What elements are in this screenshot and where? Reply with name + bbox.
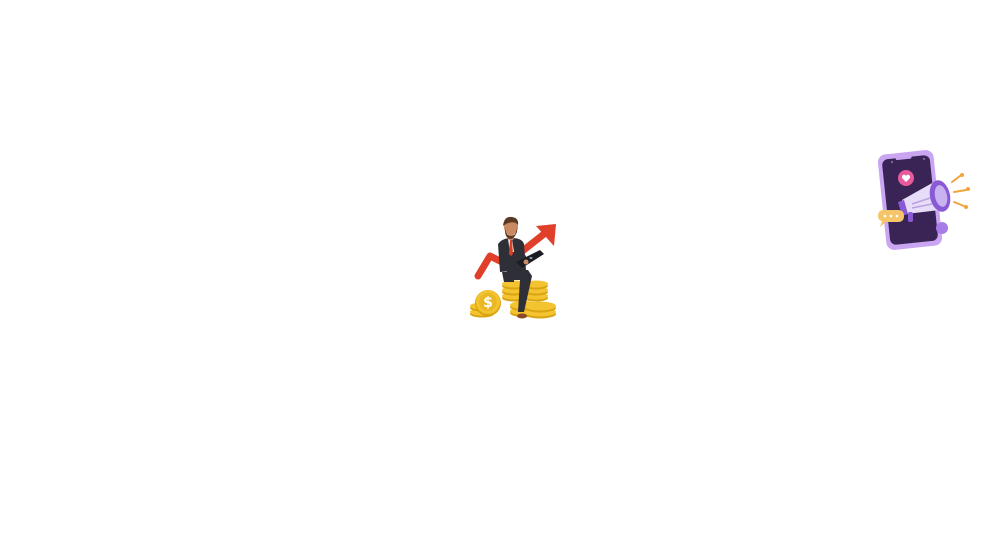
growth-illustration: $	[466, 212, 562, 324]
chat-bubble-icon	[878, 210, 904, 227]
sound-sparks-icon	[951, 173, 970, 209]
marketing-illustration	[874, 148, 974, 254]
orb-icon	[936, 222, 948, 234]
megaphone-icon	[898, 180, 951, 222]
dollar-coin-icon: $	[475, 290, 501, 316]
growth-arrow-icon	[474, 224, 556, 280]
businessman-on-coins-growth-icon: $	[470, 216, 556, 319]
businessman-icon	[498, 216, 544, 319]
phone-megaphone-marketing-icon	[877, 150, 970, 250]
svg-text:$: $	[483, 295, 493, 311]
heart-bubble-icon	[898, 170, 914, 186]
